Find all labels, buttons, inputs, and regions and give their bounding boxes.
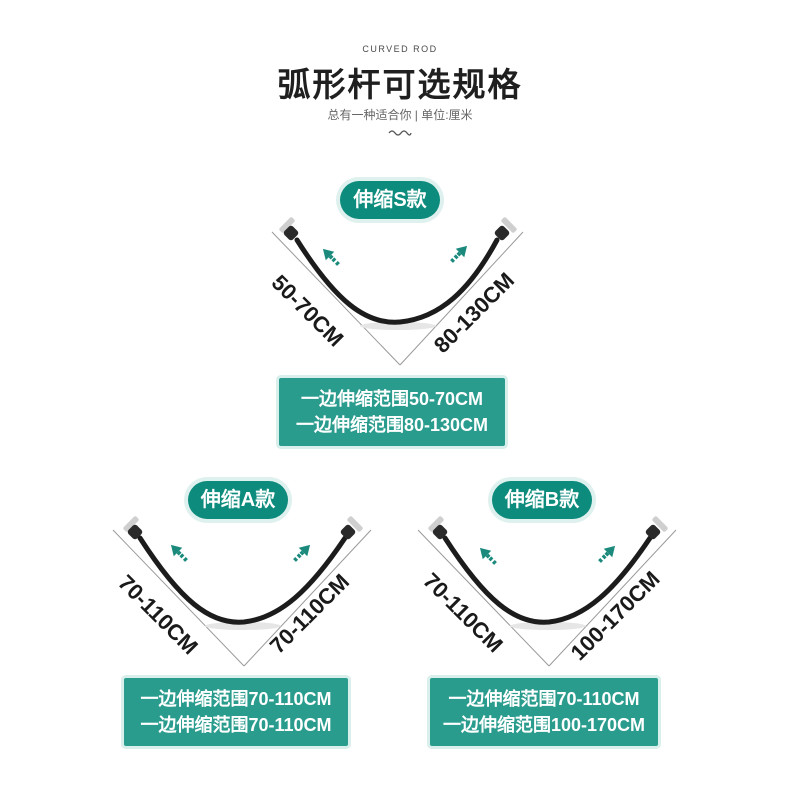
- product-b-left-mount-icon: [428, 516, 448, 540]
- product-a-spec-box: 一边伸缩范围70-110CM 一边伸缩范围70-110CM: [124, 678, 348, 746]
- product-s-left-dimension: 50-70CM: [266, 269, 349, 352]
- product-a-left-dimension: 70-110CM: [113, 569, 203, 660]
- product-s-right-arrow-icon: [450, 245, 468, 263]
- wave-divider-icon: [388, 130, 412, 136]
- product-b-right-mount-icon: [645, 516, 668, 540]
- product-a-label: 伸缩A款: [188, 481, 288, 519]
- product-b-left-arrow-icon: [479, 547, 497, 565]
- product-s-right-dimension: 80-130CM: [428, 267, 520, 358]
- product-b-spec-line-1: 一边伸缩范围70-110CM: [448, 689, 640, 709]
- product-s-left-arrow-icon: [322, 248, 340, 266]
- product-s-spec-line-2: 一边伸缩范围80-130CM: [295, 415, 489, 435]
- product-b-spec-box: 一边伸缩范围70-110CM 一边伸缩范围100-170CM: [430, 678, 658, 746]
- product-b-spec-line-2: 一边伸缩范围100-170CM: [442, 715, 646, 735]
- product-b-shadow: [510, 622, 586, 630]
- product-b-label: 伸缩B款: [492, 481, 592, 519]
- product-a-shadow: [205, 622, 281, 630]
- product-b-right-arrow-icon: [598, 545, 616, 563]
- page-title: 弧形杆可选规格: [277, 66, 523, 103]
- product-b-right-dimension: 100-170CM: [565, 566, 665, 666]
- header-kicker: CURVED ROD: [362, 44, 438, 54]
- page-subtitle: 总有一种适合你 | 单位:厘米: [327, 108, 473, 122]
- product-a-left-mount-icon: [123, 516, 143, 540]
- product-a-right-dimension: 70-110CM: [264, 568, 355, 659]
- product-s-spec-line-1: 一边伸缩范围50-70CM: [300, 389, 484, 409]
- product-s-left-mount-icon: [279, 217, 299, 241]
- product-s-label: 伸缩S款: [340, 181, 440, 219]
- product-s-spec-box: 一边伸缩范围50-70CM 一边伸缩范围80-130CM: [279, 378, 505, 446]
- product-a-spec-line-1: 一边伸缩范围70-110CM: [140, 689, 332, 709]
- product-a-spec-line-2: 一边伸缩范围70-110CM: [140, 715, 332, 735]
- product-s-shadow: [360, 322, 436, 330]
- product-a-right-mount-icon: [340, 516, 363, 540]
- product-a-right-arrow-icon: [293, 544, 311, 562]
- product-b-left-dimension: 70-110CM: [418, 567, 508, 658]
- product-a-left-arrow-icon: [170, 544, 188, 562]
- product-s-right-mount-icon: [494, 217, 517, 241]
